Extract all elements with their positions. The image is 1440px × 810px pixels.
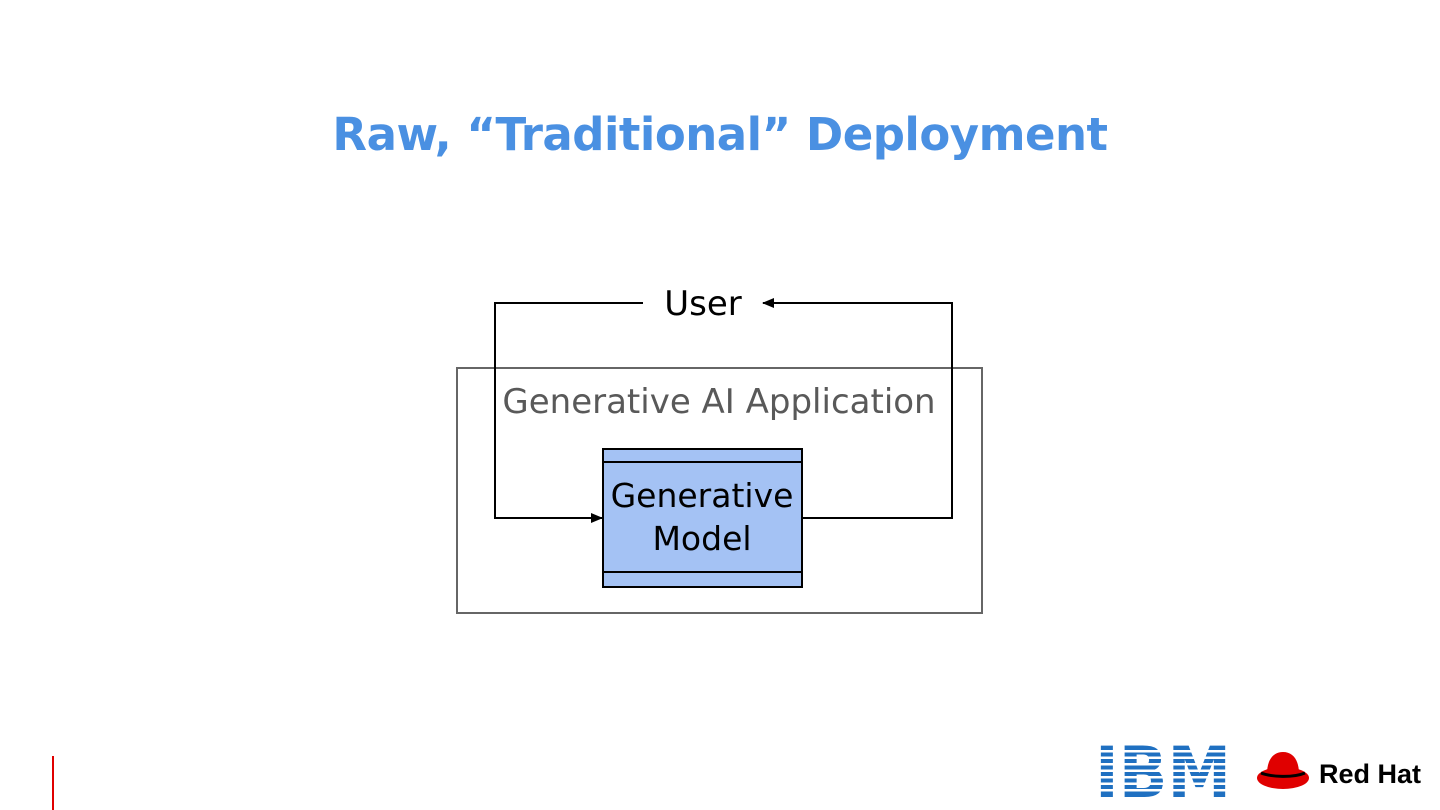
model-label-line1: Generative <box>611 476 794 515</box>
redhat-logo: Red Hat <box>1257 752 1421 789</box>
red-accent-line <box>52 756 54 810</box>
footer-logos: IBM Red Hat <box>1095 745 1421 799</box>
model-box-body <box>602 448 803 588</box>
redhat-hat-icon <box>1257 752 1309 789</box>
model-to-user-arrow <box>762 298 953 519</box>
generative-model-box: Generative Model <box>602 448 803 588</box>
app-container-label: Generative AI Application <box>502 382 935 422</box>
slide-title: Raw, “Traditional” Deployment <box>332 108 1108 161</box>
redhat-logo-text: Red Hat <box>1319 759 1421 789</box>
user-label: User <box>664 284 742 324</box>
app-container-box <box>456 367 983 614</box>
ibm-logo: IBM <box>1095 745 1235 799</box>
user-to-model-arrow <box>494 302 643 523</box>
model-label-line2: Model <box>652 519 751 558</box>
